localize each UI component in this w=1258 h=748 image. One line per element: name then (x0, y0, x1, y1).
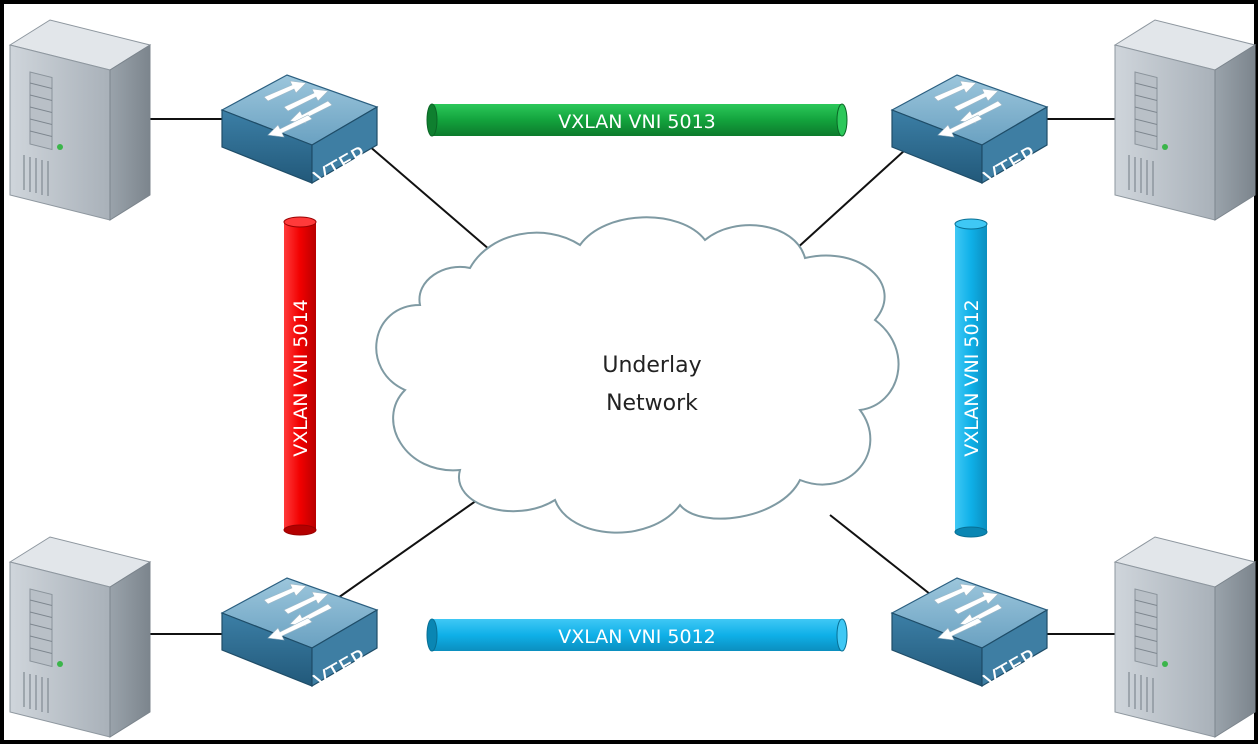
links (148, 118, 1125, 635)
server-icon-top-left (9, 19, 151, 221)
vtep-switch-bottom-left: VTEP (221, 577, 378, 695)
server-icon-bottom-right (1114, 536, 1256, 738)
link-vtep-bl-cloud (334, 497, 481, 601)
tunnel-left: VXLAN VNI 5014 (283, 216, 317, 536)
link-vtep-tl-cloud (367, 144, 491, 251)
underlay-cloud (375, 216, 900, 534)
server-icon-top-right (1114, 19, 1256, 221)
server-icon-bottom-left (9, 536, 151, 738)
tunnel-bottom: VXLAN VNI 5012 (426, 618, 848, 652)
tunnel-bottom-label: VXLAN VNI 5012 (558, 626, 716, 648)
link-vtep-br-cloud (829, 514, 936, 599)
link-vtep-tr-cloud (794, 149, 906, 251)
vtep-switch-top-left: VTEP (221, 74, 378, 192)
cloud-label-line1: Underlay (602, 353, 701, 378)
tunnel-right-label: VXLAN VNI 5012 (961, 299, 983, 457)
vtep-switch-bottom-right: VTEP (891, 577, 1048, 695)
tunnel-top-label: VXLAN VNI 5013 (558, 111, 716, 133)
tunnel-top: VXLAN VNI 5013 (426, 103, 848, 137)
tunnel-right: VXLAN VNI 5012 (954, 218, 988, 538)
tunnel-left-label: VXLAN VNI 5014 (290, 299, 312, 457)
cloud-label-line2: Network (606, 391, 698, 416)
vtep-switch-top-right: VTEP (891, 74, 1048, 192)
